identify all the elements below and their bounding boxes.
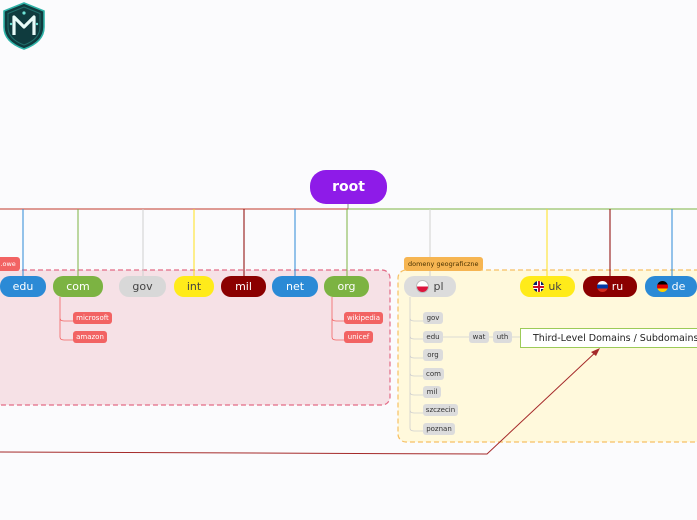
pl-sub-mil[interactable]: mil [423,386,441,398]
org-sub-unicef[interactable]: unicef [344,331,373,343]
left-group-tag[interactable]: …owe [0,257,20,271]
geo-group-tag[interactable]: domeny geograficzne [404,257,483,271]
pl-sub-edu[interactable]: edu [423,331,443,343]
tld-uk[interactable]: uk [520,276,575,297]
tld-edu[interactable]: edu [0,276,46,297]
poland-flag-icon [416,280,430,293]
pl-sub-poznan[interactable]: poznan [423,423,455,435]
tld-mil[interactable]: mil [221,276,266,297]
uk-flag-icon [533,281,545,292]
tld-pl[interactable]: pl [404,276,456,297]
tld-net[interactable]: net [272,276,318,297]
tld-gov[interactable]: gov [119,276,166,297]
subdomains-callout[interactable]: Third-Level Domains / Subdomains [520,328,697,348]
com-sub-microsoft[interactable]: microsoft [73,312,112,324]
pl-sub-org[interactable]: org [423,349,443,361]
org-sub-wikipedia[interactable]: wikipedia [344,312,383,324]
left-group-area [0,269,391,406]
germany-flag-icon [656,281,668,292]
shield-logo-icon [3,2,45,50]
pl-sub-com[interactable]: com [423,368,444,380]
tld-pl-label: pl [433,280,444,293]
tld-uk-label: uk [548,280,562,293]
tld-int[interactable]: int [174,276,214,297]
pl-sub-szczecin[interactable]: szczecin [423,404,458,416]
tld-org[interactable]: org [324,276,369,297]
tld-ru[interactable]: ru [583,276,637,297]
tld-de-label: de [671,280,686,293]
edu-chain-uth[interactable]: uth [493,331,512,343]
com-sub-amazon[interactable]: amazon [73,331,107,343]
tld-ru-label: ru [611,280,624,293]
edu-chain-wat[interactable]: wat [469,331,489,343]
com-sub-connector [59,297,73,341]
tld-com[interactable]: com [53,276,103,297]
pl-sub-connector [409,297,423,432]
pl-sub-gov[interactable]: gov [423,312,443,324]
tld-de[interactable]: de [645,276,697,297]
russia-flag-icon [596,281,608,292]
geo-group-area [397,269,697,443]
relationship-arrowhead [591,348,600,356]
relationship-line [0,349,599,455]
org-sub-connector [331,297,345,341]
root-node[interactable]: root [310,170,387,204]
